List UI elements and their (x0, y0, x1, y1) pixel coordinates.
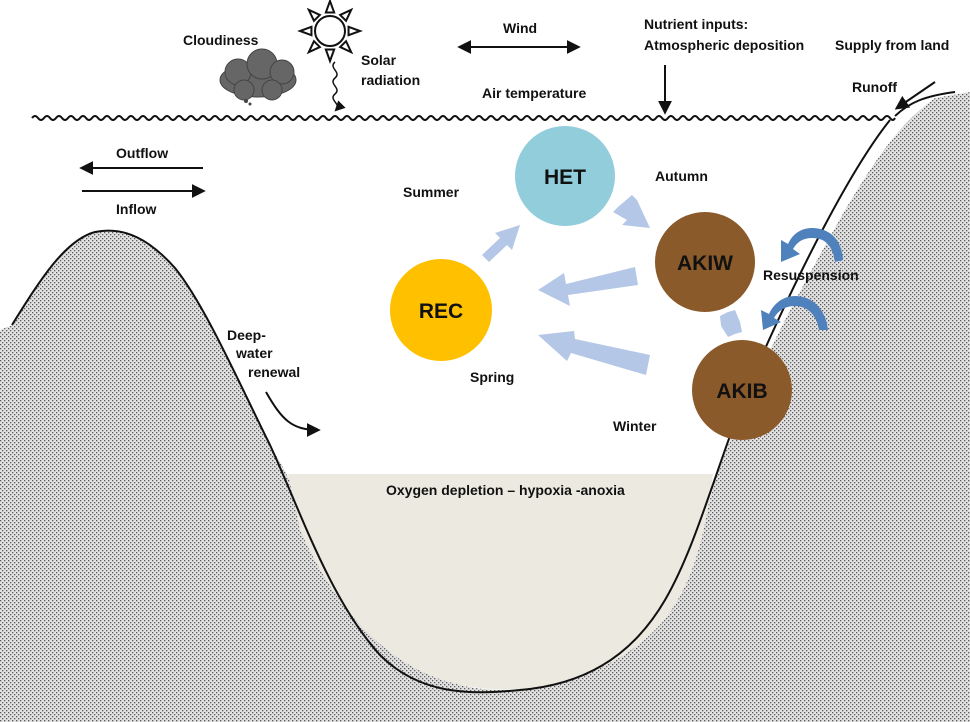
arrow-akib-to-rec (538, 331, 650, 375)
basin-floor-land (0, 480, 970, 722)
spring-label: Spring (470, 369, 514, 385)
nutrient-label-line2: Atmospheric deposition (644, 37, 804, 53)
arrow-akiw-akib (720, 310, 742, 337)
deep-water-label-line3: renewal (248, 364, 300, 380)
deep-water-label-line1: Deep- (227, 327, 266, 343)
wind-label: Wind (503, 20, 537, 36)
sun-ray (306, 39, 322, 55)
sun-ray (324, 48, 336, 64)
air-temperature-label: Air temperature (482, 85, 586, 101)
node-akiw-label: AKIW (677, 252, 733, 275)
arrow-akiw-to-rec (538, 267, 638, 306)
sun-ray (338, 7, 354, 23)
water-surface (31, 115, 896, 121)
hypoxic-layer (288, 474, 713, 690)
cloud-drop (244, 99, 248, 103)
cloud-drop (248, 102, 252, 106)
resuspension-arrow-icon (761, 296, 828, 330)
node-akib (692, 340, 792, 440)
sun-ray (324, 0, 336, 14)
arrow-rec-to-het (482, 225, 520, 262)
outflow-label: Outflow (116, 145, 168, 161)
nutrient-label-line1: Nutrient inputs: (644, 16, 748, 32)
deep-water-label-line2: water (235, 345, 273, 361)
node-rec-label: REC (419, 300, 463, 323)
node-het (515, 126, 615, 226)
sun-ray (306, 7, 322, 23)
runoff-arrow (894, 81, 936, 110)
oxygen-depletion-label: Oxygen depletion – hypoxia -anoxia (386, 482, 625, 498)
sun-ray (338, 39, 354, 55)
sun-ray (297, 25, 313, 37)
cloudiness-label: Cloudiness (183, 32, 259, 48)
winter-label: Winter (613, 418, 657, 434)
node-akib-label: AKIB (716, 380, 767, 403)
sun-ray (347, 25, 363, 37)
sun-disc (314, 15, 346, 47)
land-edge (894, 91, 956, 117)
left-land (0, 230, 305, 722)
inflow-label: Inflow (116, 201, 157, 217)
solar-label-line2: radiation (361, 72, 420, 88)
sun-icon (297, 0, 363, 64)
radiation-squiggle-icon (332, 61, 346, 112)
cloud-icon (219, 48, 297, 101)
node-akiw (655, 212, 755, 312)
deep-water-renewal-arrow (265, 391, 321, 437)
supply-label: Supply from land (835, 37, 949, 53)
solar-label-line1: Solar (361, 52, 397, 68)
runoff-label: Runoff (852, 79, 897, 95)
autumn-label: Autumn (655, 168, 708, 184)
node-het-label: HET (544, 166, 586, 189)
summer-label: Summer (403, 184, 460, 200)
resuspension-label: Resuspension (763, 267, 859, 283)
node-rec (390, 259, 492, 361)
resuspension-arrow-icon (781, 228, 843, 262)
arrow-het-to-akiw (613, 195, 650, 228)
